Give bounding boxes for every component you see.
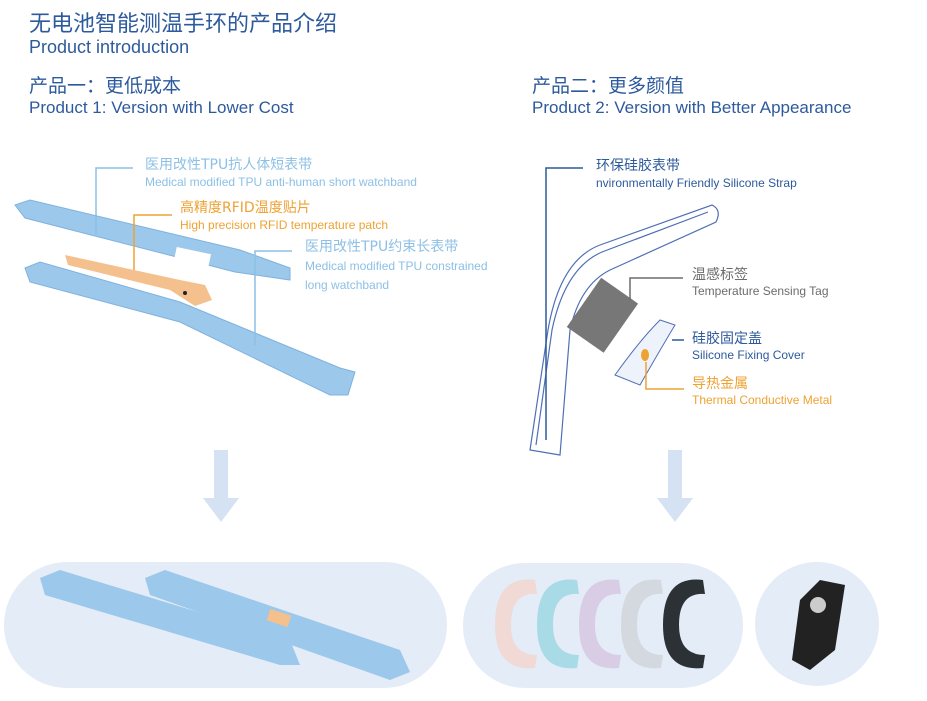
label-rfid-en: High precision RFID temperature patch [180,218,389,232]
leader-line [629,277,683,300]
label-strap-zh: 环保硅胶表带 [596,158,680,174]
label-strap-en: nvironmentally Friendly Silicone Strap [596,176,797,190]
down-arrow-icon [657,450,693,522]
label-long-band-en2: long watchband [305,278,390,292]
band-1 [537,579,579,669]
long-watchband-image [24,261,356,396]
product1-band-photo [40,570,410,680]
page-subtitle: Product introduction [29,37,190,57]
leader-line [254,250,292,345]
band-2 [579,579,621,669]
leader-line [545,167,583,440]
label-metal-zh: 导热金属 [692,376,748,392]
label-long-band-zh: 医用改性TPU约束长表带 [305,239,459,255]
temperature-tag-image [566,277,639,353]
product1-title-zh: 产品一：更低成本 [29,75,182,97]
page-title: 无电池智能测温手环的产品介绍 [29,12,338,37]
label-long-band-en: Medical modified TPU constrained [305,259,488,273]
silicone-strap-outline-image [529,204,719,456]
fixing-cover-image [614,319,676,386]
label-short-band-zh: 医用改性TPU抗人体短表带 [145,157,313,173]
leader-line [95,167,133,235]
label-cover-en: Silicone Fixing Cover [692,348,805,362]
label-metal-en: Thermal Conductive Metal [692,393,833,407]
band-3 [621,579,663,669]
band-0 [495,579,537,669]
label-cover-zh: 硅胶固定盖 [692,331,762,347]
label-tag-zh: 温感标签 [692,267,748,283]
down-arrow-icon [203,450,239,522]
short-watchband-image [14,199,291,281]
label-tag-en: Temperature Sensing Tag [692,284,829,298]
leader-line [645,362,684,390]
colored-bands-photo [495,579,705,669]
band-4 [663,579,705,669]
leader-line [133,214,172,270]
label-short-band-en: Medical modified TPU anti-human short wa… [145,175,417,189]
label-rfid-zh: 高精度RFID温度贴片 [180,200,311,216]
black-band-photo [792,580,845,670]
product2-title-zh: 产品二：更多颜值 [532,75,685,97]
product1-title-en: Product 1: Version with Lower Cost [29,98,294,117]
product2-title-en: Product 2: Version with Better Appearanc… [532,98,852,117]
rfid-patch-image [65,255,212,306]
